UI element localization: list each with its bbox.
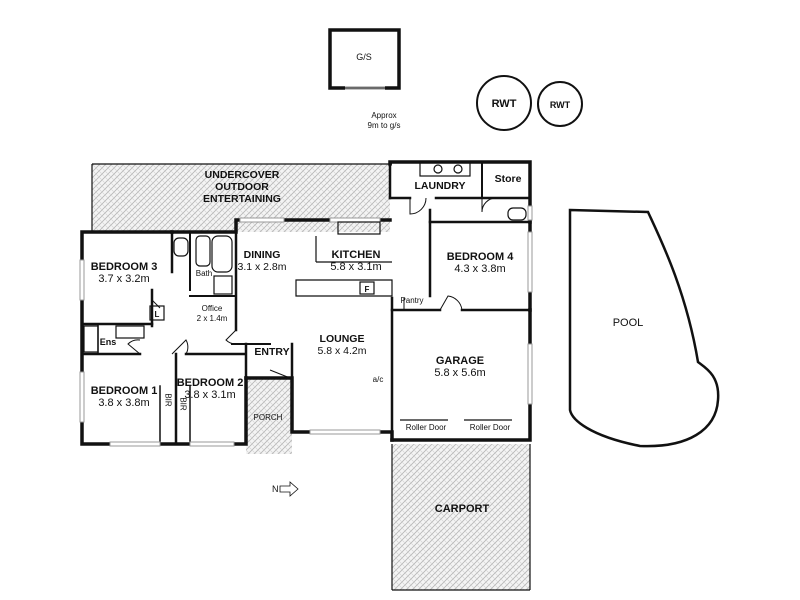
store-label: Store	[495, 173, 522, 185]
fridge-box	[359, 281, 375, 295]
lounge-size: 5.8 x 4.2m	[317, 345, 366, 357]
room-labels: UNDERCOVER OUTDOOR ENTERTAINING LAUNDRY …	[91, 169, 522, 515]
fixtures	[83, 161, 527, 421]
undercover-label-line1: UNDERCOVER	[205, 169, 280, 181]
bedroom4-size: 4.3 x 3.8m	[454, 263, 505, 275]
bedroom3-size: 3.7 x 3.2m	[98, 273, 149, 285]
bedroom1-side-window	[79, 371, 85, 423]
dining-size: 3.1 x 2.8m	[237, 261, 286, 273]
ensuite-vanity	[115, 325, 145, 339]
pantry-label: Pantry	[400, 296, 423, 305]
carport-area	[392, 444, 530, 590]
garage-name: GARAGE	[436, 355, 484, 367]
undercover-label-line3: ENTERTAINING	[203, 193, 281, 205]
garage-window	[527, 343, 533, 405]
ensuite-shower	[83, 325, 99, 353]
bir-2-label: BIR	[179, 397, 188, 411]
office-size: 2 x 1.4m	[197, 314, 228, 323]
rainwater-tanks: RWT RWT	[476, 75, 583, 131]
pool-label: POOL	[613, 317, 644, 329]
porch-area	[246, 378, 292, 454]
bedroom1-window	[109, 441, 161, 447]
undercover-label-line2: OUTDOOR	[215, 181, 269, 193]
roller-door-1-label: Roller Door	[406, 423, 447, 432]
ac-label: a/c	[373, 375, 384, 384]
garden-shed-note-line1: Approx	[371, 111, 396, 120]
dining-window	[239, 217, 285, 223]
bedroom2-size: 3.8 x 3.1m	[184, 389, 235, 401]
laundry-label: LAUNDRY	[415, 180, 466, 192]
carport-label: CARPORT	[435, 503, 490, 515]
store-window	[527, 205, 533, 221]
interior-walls	[80, 160, 532, 446]
porch-label: PORCH	[254, 413, 283, 422]
bathtub	[211, 235, 233, 273]
entry-label: ENTRY	[254, 346, 289, 358]
kitchen-sink-bench	[337, 221, 381, 235]
garage-size: 5.8 x 5.6m	[434, 367, 485, 379]
bedroom4-name: BEDROOM 4	[447, 251, 515, 263]
bedroom1-size: 3.8 x 3.8m	[98, 397, 149, 409]
shower	[213, 275, 233, 295]
bath-vanity	[195, 235, 211, 267]
garden-shed-note-line2: 9m to g/s	[368, 121, 401, 130]
kitchen-window	[329, 217, 381, 223]
bedroom4-window	[527, 231, 533, 293]
bir-1-label: BIR	[164, 393, 173, 407]
kitchen-name: KITCHEN	[332, 249, 381, 261]
pool-outline	[568, 208, 720, 448]
bedroom3-window	[79, 259, 85, 301]
bath-label: Bath	[196, 269, 212, 278]
bedroom1-name: BEDROOM 1	[91, 385, 158, 397]
door-swings	[127, 197, 497, 379]
pool: POOL	[568, 208, 720, 448]
laundry-tubs	[419, 161, 471, 177]
north-arrow-icon	[279, 481, 299, 497]
dining-name: DINING	[244, 249, 281, 261]
garden-shed: G/S Approx 9m to g/s	[328, 28, 401, 130]
north-arrow: N	[272, 481, 299, 497]
office-name: Office	[202, 304, 223, 313]
roller-door-2-label: Roller Door	[470, 423, 511, 432]
rainwater-tank-2	[537, 81, 583, 127]
linen-label: L	[155, 310, 160, 319]
rainwater-tank-1	[476, 75, 532, 131]
toilet	[173, 237, 189, 257]
kitchen-island	[295, 279, 393, 297]
bedroom2-name: BEDROOM 2	[177, 377, 244, 389]
fridge-label: F	[365, 285, 370, 294]
ensuite-label: Ens	[100, 337, 117, 347]
rainwater-tank-2-label: RWT	[550, 100, 571, 110]
bedroom2-window	[189, 441, 235, 447]
store-toilet	[507, 207, 527, 221]
lounge-window	[309, 429, 381, 435]
bedroom3-name: BEDROOM 3	[91, 261, 158, 273]
rainwater-tank-1-label: RWT	[492, 98, 517, 110]
kitchen-size: 5.8 x 3.1m	[330, 261, 381, 273]
garden-shed-label: G/S	[356, 52, 372, 62]
north-label: N	[272, 484, 279, 494]
linen-box	[149, 305, 165, 321]
lounge-name: LOUNGE	[320, 333, 365, 345]
windows	[79, 205, 533, 447]
